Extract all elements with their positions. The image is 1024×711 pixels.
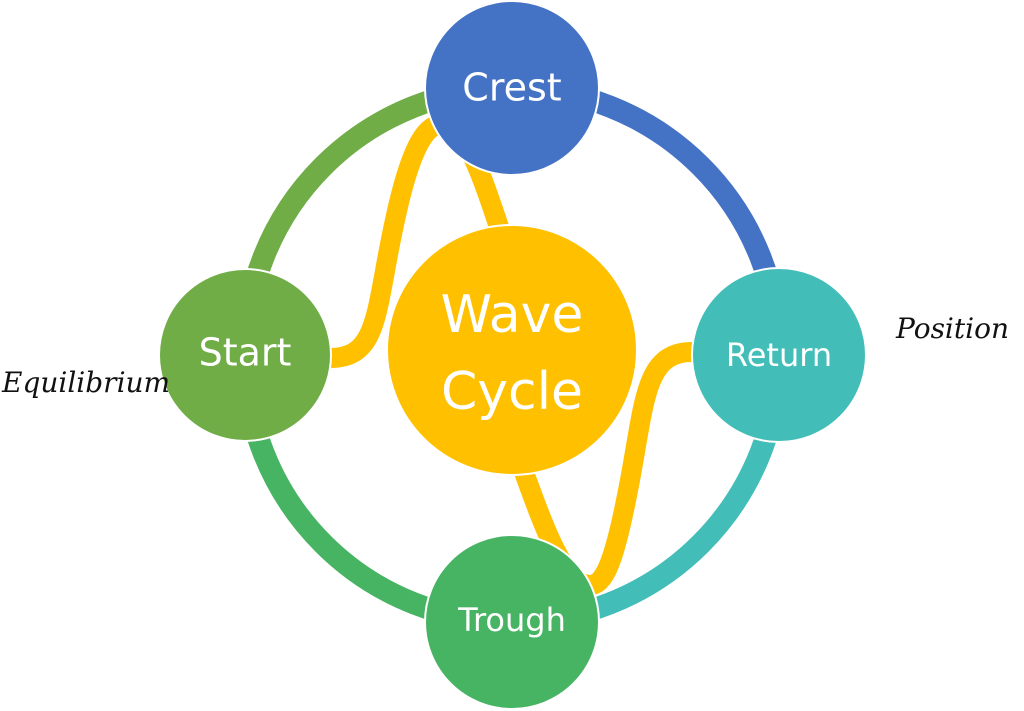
center-circle <box>386 224 638 476</box>
center-title-line2: Cycle <box>441 362 583 422</box>
crest-node <box>424 0 600 176</box>
trough-node <box>424 534 600 710</box>
center-title-line1: Wave <box>441 285 584 345</box>
position-label: Position <box>895 312 1009 345</box>
equilibrium-label: Equilibrium <box>1 366 170 399</box>
return-label: Return <box>726 336 832 374</box>
start-label: Start <box>199 331 292 375</box>
trough-label: Trough <box>457 601 566 639</box>
return-node <box>691 267 867 443</box>
crest-label: Crest <box>462 66 561 110</box>
start-node <box>158 268 332 442</box>
